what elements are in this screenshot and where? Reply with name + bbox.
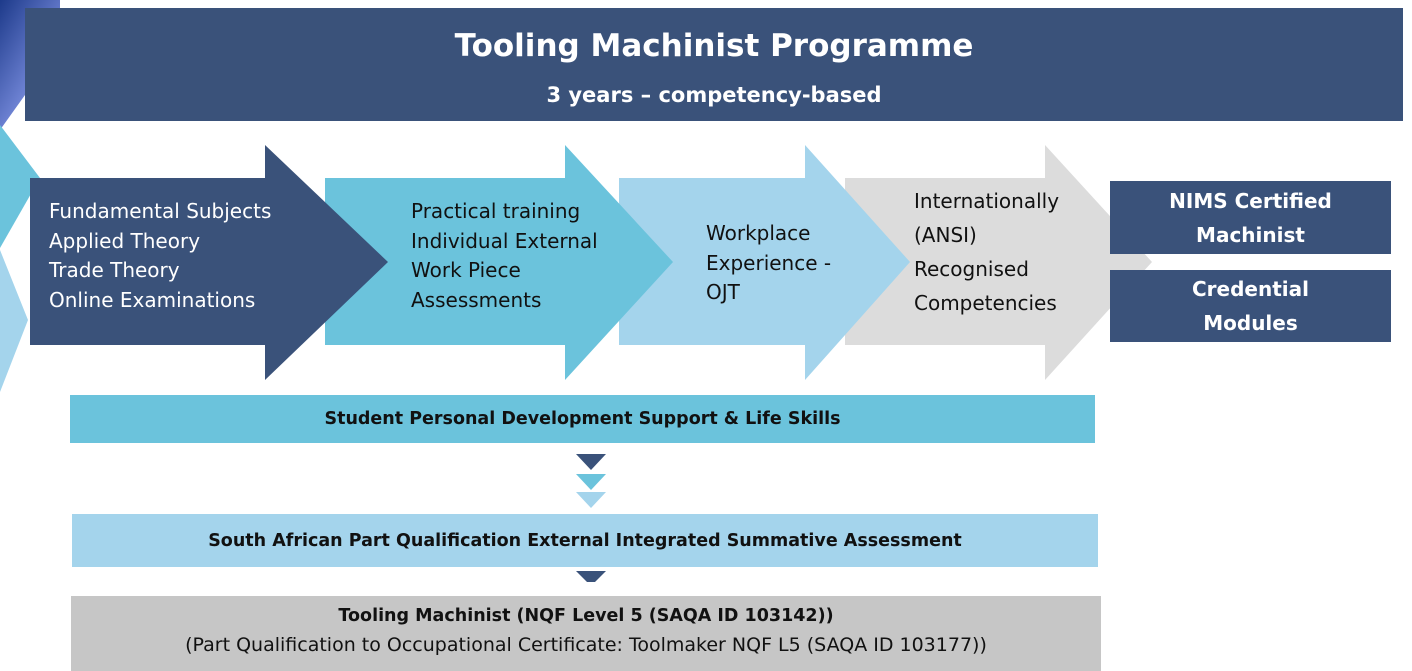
outcome-2-line-1: Credential [1192,277,1309,301]
stage-2-line-2: Individual External [411,228,598,253]
flow-arrows [576,454,606,582]
stage-2-line-3: Work Piece [411,258,521,282]
stage-text-practical: Practical training Individual External W… [411,197,598,315]
process-arrows [30,145,1152,380]
edge-chevron-light [0,250,28,392]
down-triangle-teal-icon [576,474,606,490]
stage-1-line-3: Trade Theory [49,258,180,282]
outcome-1-line-1: NIMS Certified [1169,188,1332,213]
stage-4-line-3: Recognised [914,257,1029,281]
outcome-credential-modules: Credential Modules [1110,270,1391,342]
decorative-background [0,0,60,392]
stage-1-line-4: Online Examinations [49,287,256,312]
support-bar-label: Student Personal Development Support & L… [324,409,841,429]
stage-4-line-1: Internationally [914,189,1060,213]
stage-3-line-2: Experience - [706,250,832,275]
assessment-bar: South African Part Qualification Externa… [72,514,1098,567]
stage-arrow-2 [325,145,673,380]
down-triangle-navy-icon [576,454,606,470]
corner-swirl [0,0,60,130]
outcome-nims-certified: NIMS Certified Machinist [1110,181,1391,254]
outcome-1-line-2: Machinist [1196,222,1305,247]
qualification-subtitle: (Part Qualification to Occupational Cert… [185,634,987,656]
stage-4-line-4: Competencies [914,291,1057,315]
stage-arrow-1 [30,145,388,380]
stage-2-line-1: Practical training [411,199,581,223]
edge-chevron-teal [0,125,40,248]
stage-1-line-2: Applied Theory [49,228,201,253]
stage-text-competencies: Internationally (ANSI) Recognised Compet… [914,184,1059,320]
stage-3-line-1: Workplace [706,221,811,245]
stage-text-workplace: Workplace Experience - OJT [706,219,831,308]
stage-4-line-2: (ANSI) [914,223,977,247]
stage-2-line-4: Assessments [411,287,542,312]
stage-3-line-3: OJT [706,280,740,304]
qualification-title: Tooling Machinist (NQF Level 5 (SAQA ID … [338,606,834,626]
programme-title: Tooling Machinist Programme [454,28,974,64]
header-banner: Tooling Machinist Programme 3 years – co… [25,8,1403,121]
stage-arrow-3 [619,145,910,380]
down-triangle-light-icon [576,492,606,508]
assessment-bar-label: South African Part Qualification Externa… [208,530,962,551]
qualification-box: Tooling Machinist (NQF Level 5 (SAQA ID … [71,596,1101,671]
support-bar: Student Personal Development Support & L… [70,395,1095,443]
down-triangle-final-icon [576,571,606,582]
programme-subtitle: 3 years – competency-based [546,83,882,107]
outcome-2-line-2: Modules [1203,311,1298,335]
stage-text-fundamentals: Fundamental Subjects Applied Theory Trad… [49,197,271,315]
stage-arrow-4 [845,145,1152,380]
stage-1-line-1: Fundamental Subjects [49,199,272,223]
